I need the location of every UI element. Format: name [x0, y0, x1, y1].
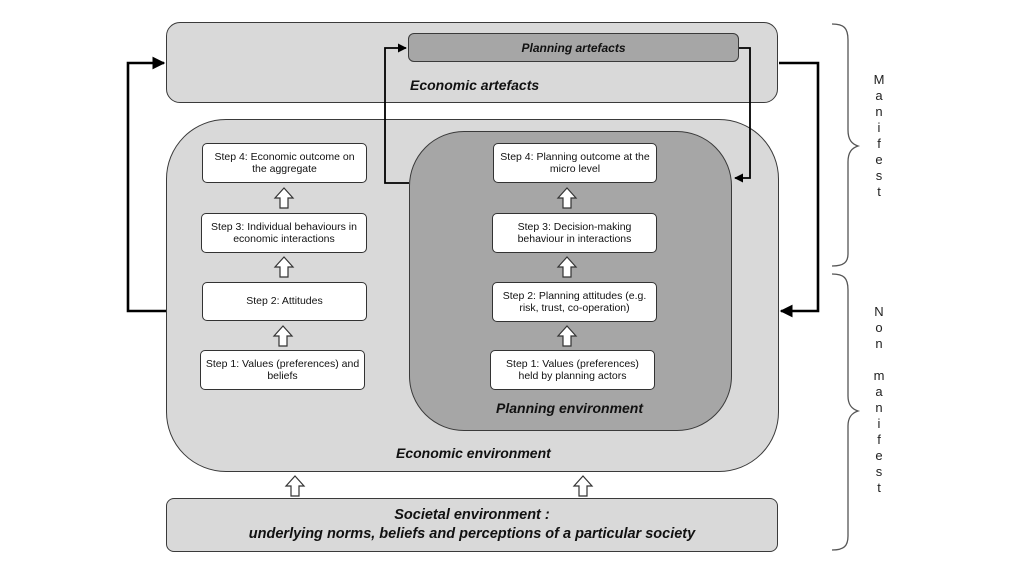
manifest-side-label: M a n i f e s t: [873, 72, 885, 199]
non-manifest-side-label: N o n m a n i f e s t: [873, 304, 885, 495]
economic-step-1: Step 1: Values (preferences) and beliefs: [200, 350, 365, 390]
arrow-societal-left: [285, 475, 305, 497]
loop-arrow-right: [779, 61, 820, 318]
economic-step-2: Step 2: Attitudes: [202, 282, 367, 321]
economic-artefacts-label: Economic artefacts: [410, 77, 540, 93]
planning-step-3: Step 3: Decision-making behaviour in int…: [492, 213, 657, 253]
economic-step-3: Step 3: Individual behaviours in economi…: [201, 213, 367, 253]
brace-non-manifest: [831, 273, 861, 551]
societal-environment-description: underlying norms, beliefs and perception…: [248, 526, 696, 542]
societal-environment-box: Societal environment : underlying norms,…: [166, 498, 778, 552]
planning-step-2: Step 2: Planning attitudes (e.g. risk, t…: [492, 282, 657, 322]
planning-environment-label: Planning environment: [496, 400, 644, 416]
societal-environment-title: Societal environment :: [394, 507, 550, 523]
economic-step-4: Step 4: Economic outcome on the aggregat…: [202, 143, 367, 183]
loop-arrow-left: [126, 56, 166, 313]
planning-step-1: Step 1: Values (preferences) held by pla…: [490, 350, 655, 390]
economic-environment-label: Economic environment: [396, 445, 551, 461]
planning-step-4: Step 4: Planning outcome at the micro le…: [493, 143, 657, 183]
planning-artefacts-label: Planning artefacts: [521, 40, 626, 55]
arrow-societal-right: [573, 475, 593, 497]
brace-manifest: [831, 23, 861, 267]
planning-artefacts-box: Planning artefacts: [408, 33, 739, 62]
